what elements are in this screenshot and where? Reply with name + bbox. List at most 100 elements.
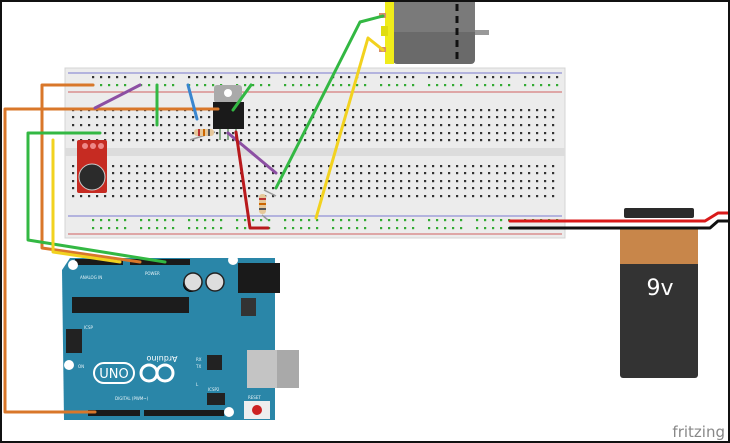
breadboard-hole [264,165,267,168]
breadboard-hole [532,84,535,87]
breadboard-hole [520,132,523,135]
breadboard-hole [160,139,163,142]
breadboard-hole [300,76,303,79]
breadboard-hole [496,124,499,127]
breadboard-hole [352,172,355,175]
breadboard-hole [456,172,459,175]
breadboard-hole [460,76,463,79]
breadboard-hole [240,195,243,198]
breadboard-hole [336,195,339,198]
breadboard-hole [168,124,171,127]
breadboard-hole [148,219,151,222]
breadboard-hole [488,180,491,183]
breadboard-hole [168,132,171,135]
breadboard-hole [428,227,431,230]
breadboard-hole [512,124,515,127]
breadboard-hole [112,187,115,190]
breadboard-hole [220,219,223,222]
breadboard-hole [504,187,507,190]
breadboard-hole [336,124,339,127]
breadboard-hole [432,187,435,190]
breadboard-hole [416,172,419,175]
breadboard-hole [208,139,211,142]
breadboard-hole [108,227,111,230]
breadboard-hole [224,195,227,198]
breadboard-hole [272,187,275,190]
breadboard-hole [208,172,211,175]
breadboard-hole [184,195,187,198]
breadboard-hole [280,187,283,190]
breadboard-hole [264,124,267,127]
breadboard-hole [520,180,523,183]
breadboard-hole [348,76,351,79]
breadboard-hole [480,139,483,142]
breadboard-hole [308,76,311,79]
breadboard-hole [128,124,131,127]
breadboard-hole [528,195,531,198]
breadboard-hole [136,116,139,119]
breadboard-hole [488,109,491,112]
breadboard-hole [424,109,427,112]
breadboard-hole [392,109,395,112]
breadboard-hole [260,76,263,79]
breadboard-hole [500,76,503,79]
breadboard-hole [392,172,395,175]
breadboard-hole [196,227,199,230]
breadboard-hole [112,172,115,175]
breadboard-hole [300,84,303,87]
breadboard-hole [256,109,259,112]
breadboard-hole [328,187,331,190]
breadboard-hole [280,139,283,142]
breadboard-hole [328,124,331,127]
breadboard-hole [376,124,379,127]
breadboard-hole [336,109,339,112]
breadboard-hole [496,132,499,135]
breadboard-hole [476,76,479,79]
breadboard-hole [272,195,275,198]
breadboard-hole [480,132,483,135]
wire-green-reg [231,83,253,112]
breadboard-hole [456,116,459,119]
breadboard-hole [184,139,187,142]
breadboard-hole [192,195,195,198]
breadboard-hole [520,172,523,175]
breadboard-hole [140,227,143,230]
breadboard-hole [368,109,371,112]
breadboard-hole [428,219,431,222]
breadboard-hole [460,219,463,222]
arduino-uno: UNO Arduino RX TX L ON RESET ICSP2 ICSP … [62,255,299,420]
breadboard-hole [192,139,195,142]
breadboard-hole [176,195,179,198]
breadboard-hole [248,132,251,135]
breadboard-hole [456,124,459,127]
breadboard-hole [280,109,283,112]
breadboard-hole [408,116,411,119]
breadboard-hole [472,139,475,142]
breadboard-hole [520,139,523,142]
breadboard-hole [396,84,399,87]
breadboard-hole [512,180,515,183]
breadboard-hole [308,227,311,230]
breadboard-hole [444,227,447,230]
breadboard-hole [248,124,251,127]
breadboard-hole [252,219,255,222]
breadboard-hole [152,165,155,168]
breadboard-hole [184,116,187,119]
breadboard-hole [416,187,419,190]
icsp2-label: ICSP2 [208,387,220,392]
breadboard-hole [336,132,339,135]
breadboard-hole [392,139,395,142]
breadboard-hole [288,124,291,127]
dc-motor [379,2,489,64]
breadboard-hole [120,124,123,127]
breadboard-hole [96,195,99,198]
breadboard-hole [304,165,307,168]
breadboard-hole [384,195,387,198]
breadboard-hole [80,116,83,119]
breadboard-hole [396,227,399,230]
breadboard-hole [528,165,531,168]
breadboard-hole [424,187,427,190]
breadboard-hole [256,172,259,175]
breadboard-hole [432,172,435,175]
breadboard-hole [448,132,451,135]
